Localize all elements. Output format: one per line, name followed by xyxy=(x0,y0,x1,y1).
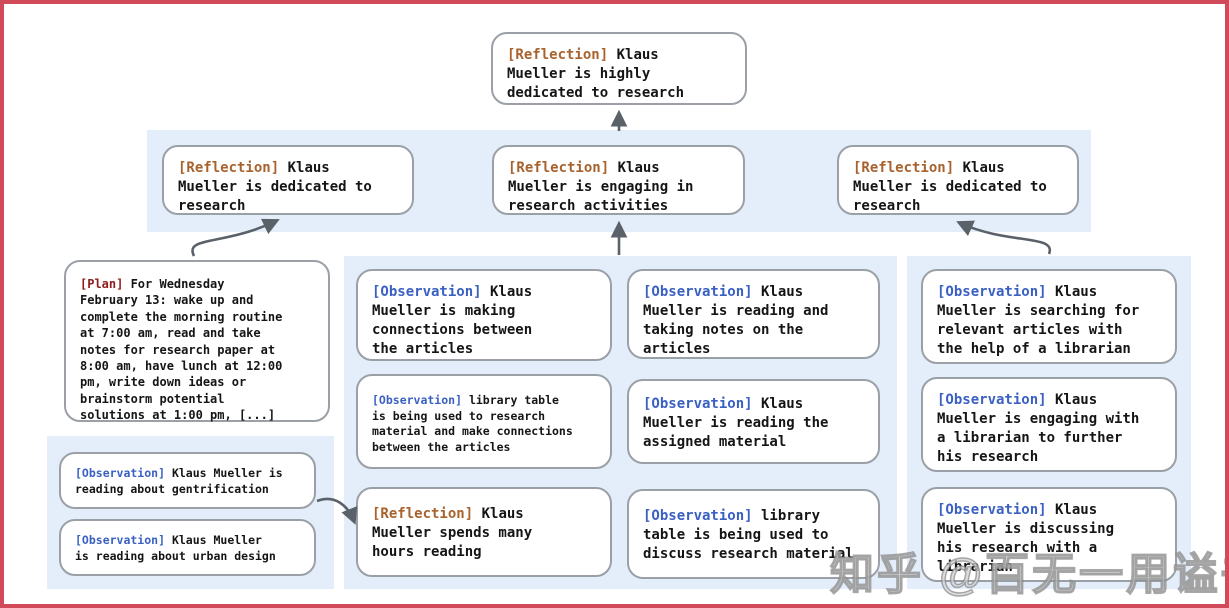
reflection-tag: [Reflection] xyxy=(508,160,610,176)
node-text: Klaus Mueller is dedicated to research xyxy=(853,160,1047,214)
node-obs-discussing-librarian: [Observation] Klaus Mueller is discussin… xyxy=(921,487,1177,582)
node-text: Klaus Mueller is reading the assigned ma… xyxy=(643,396,829,450)
observation-tag: [Observation] xyxy=(75,466,166,480)
reflection-tag: [Reflection] xyxy=(507,47,609,63)
node-text: library table is being used to research … xyxy=(372,393,573,454)
node-obs-urban-design: [Observation] Klaus Mueller is reading a… xyxy=(59,519,316,576)
node-text: Klaus Mueller is reading and taking note… xyxy=(643,284,829,357)
observation-tag: [Observation] xyxy=(643,508,753,524)
node-reflection-left: [Reflection] Klaus Mueller is dedicated … xyxy=(162,145,414,215)
reflection-tag: [Reflection] xyxy=(372,506,474,522)
node-text: Klaus Mueller is highly dedicated to res… xyxy=(507,47,685,101)
plan-tag: [Plan] xyxy=(80,277,124,291)
node-reflection-right: [Reflection] Klaus Mueller is dedicated … xyxy=(837,145,1079,215)
node-text: For Wednesday February 13: wake up and c… xyxy=(80,277,283,423)
node-text: Klaus Mueller is making connections betw… xyxy=(372,284,533,357)
node-text: library table is being used to discuss r… xyxy=(643,508,854,562)
observation-tag: [Observation] xyxy=(937,392,1047,408)
observation-tag: [Observation] xyxy=(937,284,1047,300)
node-reflection-center: [Reflection] Klaus Mueller is engaging i… xyxy=(492,145,745,215)
node-obs-gentrification: [Observation] Klaus Mueller is reading a… xyxy=(59,452,316,509)
observation-tag: [Observation] xyxy=(643,396,753,412)
reflection-tag: [Reflection] xyxy=(178,160,280,176)
node-text: Klaus Mueller is searching for relevant … xyxy=(937,284,1140,357)
observation-tag: [Observation] xyxy=(643,284,753,300)
reflection-tag: [Reflection] xyxy=(853,160,955,176)
node-plan: [Plan] For Wednesday February 13: wake u… xyxy=(64,260,330,422)
node-text: Klaus Mueller is reading about gentrific… xyxy=(75,466,283,496)
node-obs-library-research: [Observation] library table is being use… xyxy=(356,374,612,469)
node-text: Klaus Mueller is reading about urban des… xyxy=(75,533,276,563)
observation-tag: [Observation] xyxy=(372,393,463,407)
node-obs-library-discuss: [Observation] library table is being use… xyxy=(627,489,880,579)
node-refl-hours-reading: [Reflection] Klaus Mueller spends many h… xyxy=(356,487,612,577)
node-obs-taking-notes: [Observation] Klaus Mueller is reading a… xyxy=(627,269,880,359)
node-obs-making-connections: [Observation] Klaus Mueller is making co… xyxy=(356,269,612,361)
node-text: Klaus Mueller spends many hours reading xyxy=(372,506,533,560)
node-obs-searching-articles: [Observation] Klaus Mueller is searching… xyxy=(921,269,1177,364)
node-text: Klaus Mueller is engaging in research ac… xyxy=(508,160,694,214)
observation-tag: [Observation] xyxy=(75,533,166,547)
node-text: Klaus Mueller is dedicated to research xyxy=(178,160,372,214)
node-obs-assigned-material: [Observation] Klaus Mueller is reading t… xyxy=(627,379,880,464)
observation-tag: [Observation] xyxy=(937,502,1047,518)
observation-tag: [Observation] xyxy=(372,284,482,300)
node-text: Klaus Mueller is engaging with a librari… xyxy=(937,392,1140,465)
node-text: Klaus Mueller is discussing his research… xyxy=(937,502,1115,575)
node-top-reflection: [Reflection] Klaus Mueller is highly ded… xyxy=(491,32,747,105)
node-obs-engaging-librarian: [Observation] Klaus Mueller is engaging … xyxy=(921,377,1177,472)
